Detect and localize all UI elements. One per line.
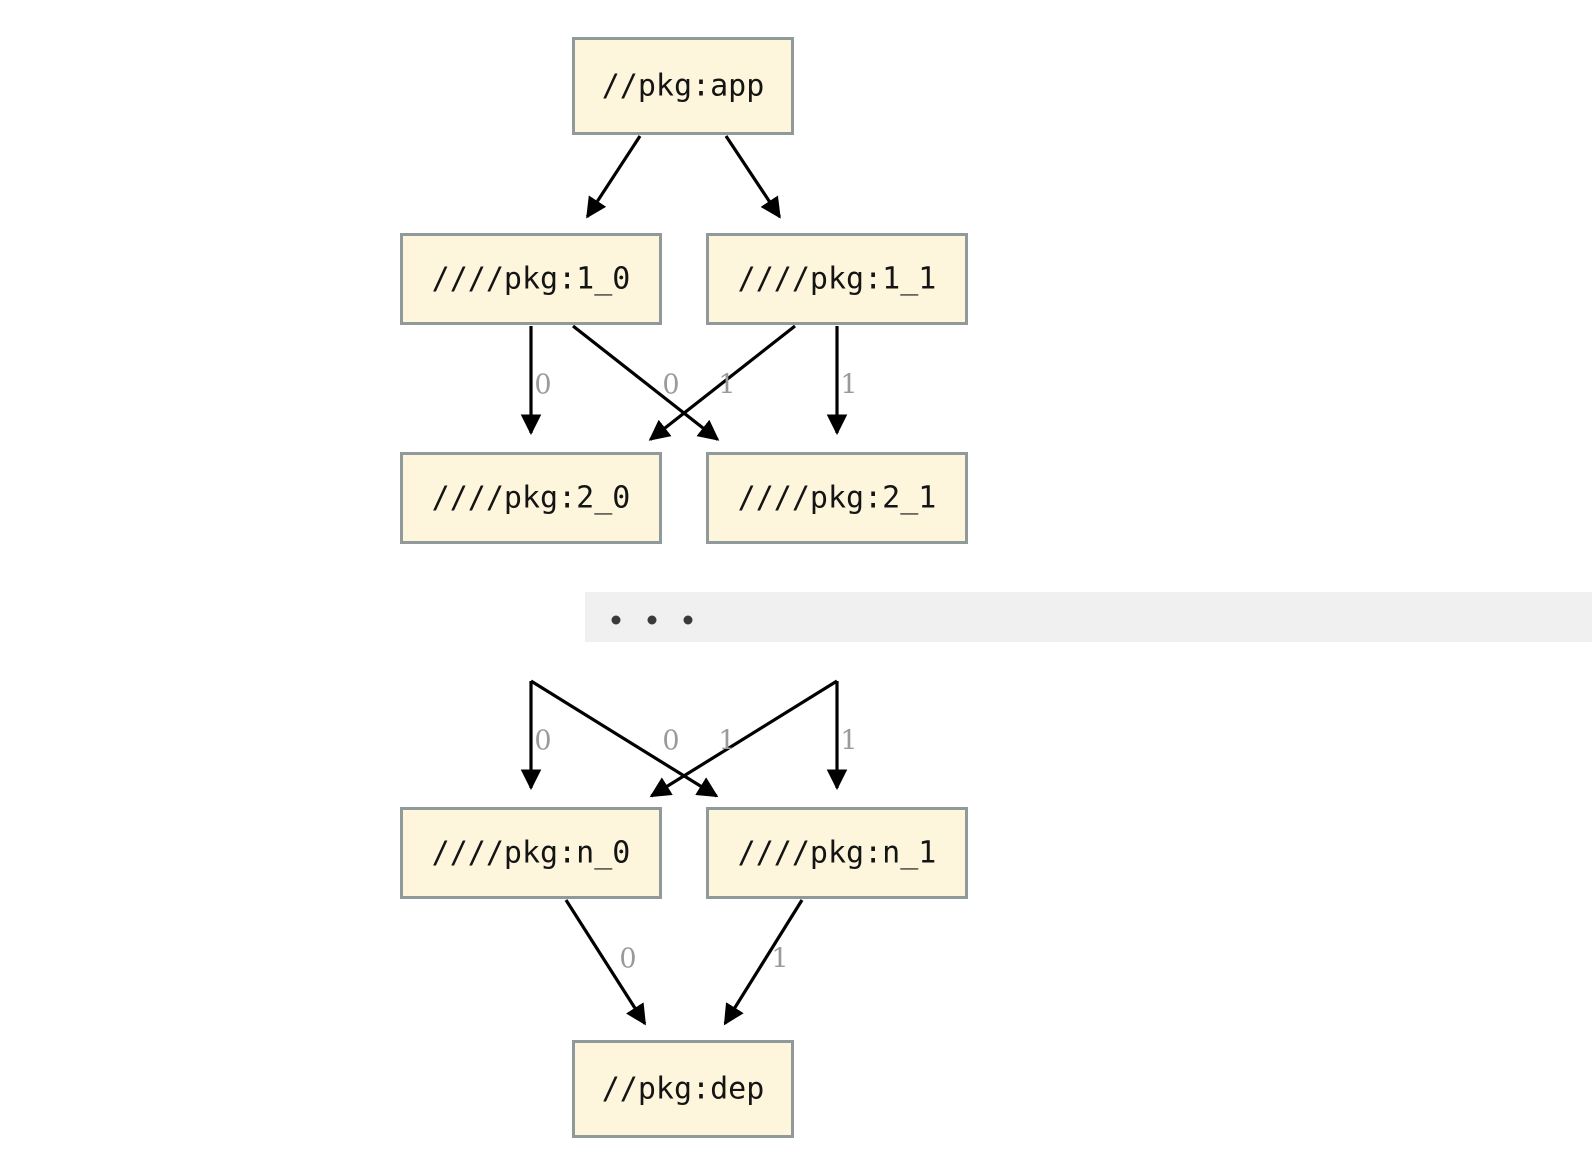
edge-label: 0: [619, 944, 636, 975]
node-box[interactable]: [706, 452, 968, 544]
node-label: //pkg:dep: [602, 1072, 765, 1107]
edge-line: [649, 679, 838, 798]
graph-node-n1_1[interactable]: ////pkg:1_1: [706, 233, 968, 325]
graph-edge: 1: [649, 679, 838, 798]
edge-label: 0: [662, 726, 679, 757]
edge-label: 0: [534, 726, 551, 757]
node-box[interactable]: [572, 37, 794, 135]
edge-label: 1: [718, 370, 735, 401]
edge-label: 1: [771, 944, 788, 975]
edge-line: [585, 135, 642, 219]
node-label: //pkg:app: [602, 69, 765, 104]
graph-node-n1_0[interactable]: ////pkg:1_0: [400, 233, 662, 325]
graph-edge: 0: [530, 679, 719, 798]
edge-label: 0: [534, 370, 551, 401]
graph-edge: 1: [648, 324, 796, 441]
graph-edge: 1: [723, 899, 804, 1026]
node-box[interactable]: [572, 1040, 794, 1138]
node-box[interactable]: [706, 233, 968, 325]
graph-edge: 1: [826, 681, 858, 791]
node-box[interactable]: [400, 807, 662, 899]
ellipsis-dot: [611, 615, 621, 625]
graph-node-dep[interactable]: //pkg:dep: [572, 1040, 794, 1138]
edge-label: 1: [840, 726, 857, 757]
node-label: ////pkg:2_1: [738, 481, 937, 516]
graph-node-app[interactable]: //pkg:app: [572, 37, 794, 135]
graph-node-n2_0[interactable]: ////pkg:2_0: [400, 452, 662, 544]
node-label: ////pkg:1_1: [738, 262, 937, 297]
edge-line: [530, 679, 719, 798]
node-label: ////pkg:1_0: [432, 262, 631, 297]
ellipsis-band: [585, 592, 1592, 642]
graph-edge: 0: [572, 324, 720, 441]
ellipsis-section: [585, 592, 1592, 642]
edge-line: [723, 899, 804, 1026]
node-label: ////pkg:n_0: [432, 836, 631, 871]
edge-line: [564, 899, 647, 1026]
node-box[interactable]: [706, 807, 968, 899]
ellipsis-dot: [683, 615, 693, 625]
node-box[interactable]: [400, 452, 662, 544]
ellipsis-dot: [647, 615, 657, 625]
edge-line: [572, 324, 720, 441]
edge-label: 1: [840, 370, 857, 401]
graph-edge: 0: [564, 899, 647, 1026]
graph-edge: 0: [520, 681, 552, 791]
node-label: ////pkg:n_1: [738, 836, 937, 871]
edges-layer: 0 0 1 1 0 0 1 1 0 1: [520, 135, 858, 1026]
graph-edge: 0: [520, 326, 552, 436]
graph-node-nn_1[interactable]: ////pkg:n_1: [706, 807, 968, 899]
node-label: ////pkg:2_0: [432, 481, 631, 516]
graph-edge: [585, 135, 642, 219]
graph-node-n2_1[interactable]: ////pkg:2_1: [706, 452, 968, 544]
edge-label: 0: [662, 370, 679, 401]
edge-line: [724, 135, 781, 219]
node-box[interactable]: [400, 233, 662, 325]
graph-edge: [724, 135, 781, 219]
graph-node-nn_0[interactable]: ////pkg:n_0: [400, 807, 662, 899]
nodes-layer: //pkg:app ////pkg:1_0 ////pkg:1_1 ////pkg:2…: [400, 37, 968, 1138]
edge-label: 1: [718, 726, 735, 757]
edge-line: [648, 324, 796, 441]
graph-edge: 1: [826, 326, 858, 436]
